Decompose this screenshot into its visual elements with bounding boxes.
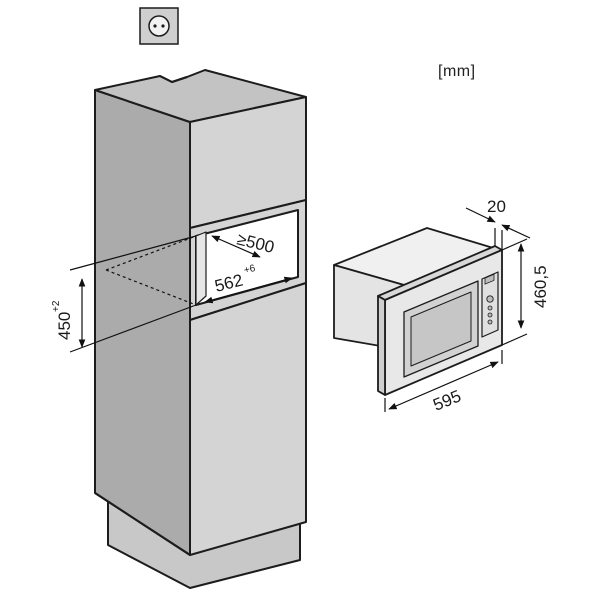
microwave-oven [334,228,502,395]
svg-text:+2: +2 [51,300,62,312]
frame-depth-label: 20 [487,197,506,216]
niche-height-label: 450 +2 [51,300,74,340]
svg-text:450: 450 [55,312,74,340]
lower-door [190,283,306,555]
frame-width-label: 595 [430,386,463,414]
tall-cabinet [95,70,306,588]
cabinet-side [95,90,190,555]
oven-knob-icon [487,296,493,302]
power-socket-icon [140,8,178,44]
frame-height-label: 460,5 [531,265,550,308]
